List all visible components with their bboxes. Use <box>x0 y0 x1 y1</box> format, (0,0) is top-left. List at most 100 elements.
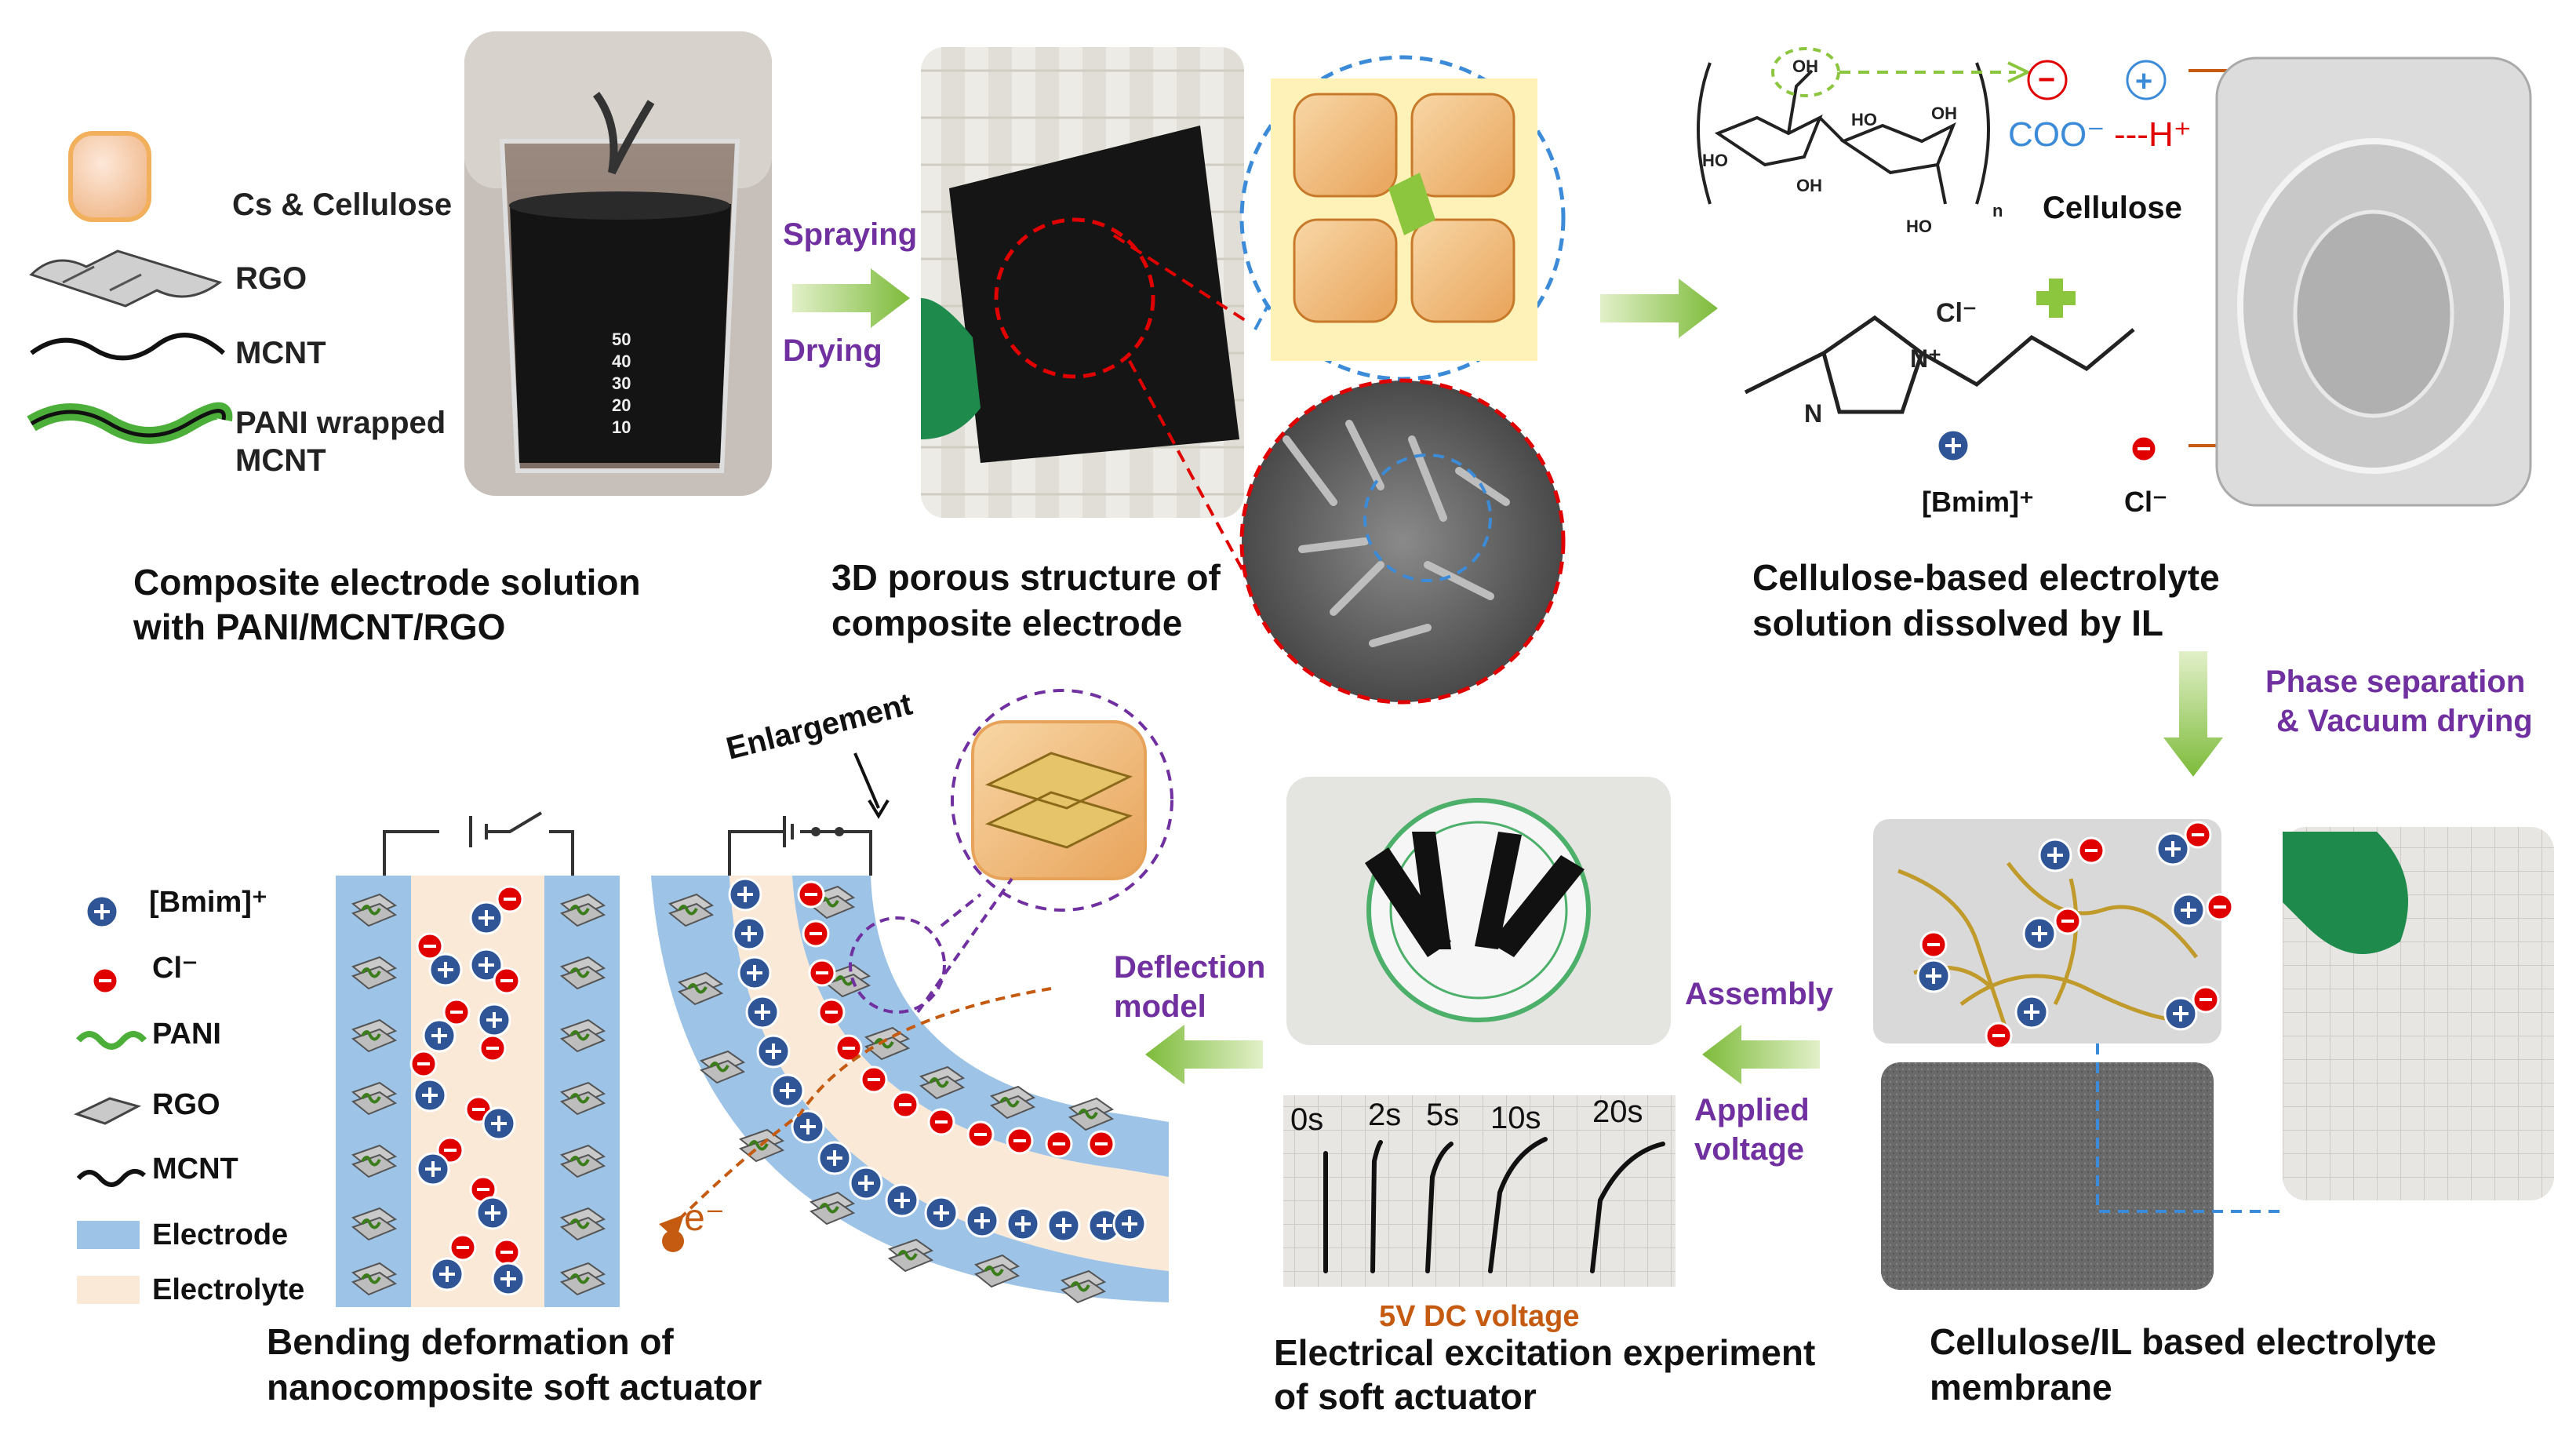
legend-mcnt-icon <box>76 1168 146 1187</box>
n-plus-label: N⁺ <box>1910 344 1941 373</box>
assembly-arrow: Assembly Applied voltage <box>1685 977 1834 1167</box>
straight-actuator <box>336 811 620 1307</box>
legend-bmim-label: [Bmim]⁺ <box>149 886 267 919</box>
membrane-photo <box>2283 827 2554 1200</box>
step2-caption-2: composite electrode <box>831 603 1182 643</box>
cs-cellulose-icon <box>68 131 151 222</box>
svg-text:HO: HO <box>1702 151 1728 170</box>
deflection-label-1: Deflection <box>1114 950 1265 985</box>
step1-caption-1: Composite electrode solution <box>133 562 641 603</box>
step5-caption-2: of soft actuator <box>1274 1376 1537 1417</box>
legend-pani-label-2: MCNT <box>235 443 326 478</box>
svg-text:OH: OH <box>1796 176 1822 195</box>
bmim-label: [Bmim]⁺ <box>1922 486 2034 518</box>
membrane-schematic <box>1873 819 2234 1050</box>
top-legend: Cs & Cellulose RGO MCNT PANI wrapped MCN… <box>27 131 452 478</box>
phase-separation-label-1: Phase separation <box>2265 665 2525 699</box>
legend-cl-icon <box>91 967 119 995</box>
beaker-photo: 50 40 30 20 10 <box>464 31 772 496</box>
legend-electrolyte-swatch <box>77 1276 140 1304</box>
legend-mcnt-label: MCNT <box>152 1153 238 1186</box>
legend-pani-label-1: PANI wrapped <box>235 406 446 440</box>
plus-sign-icon <box>2036 279 2076 318</box>
electrolyte-dish-photo <box>2215 56 2532 507</box>
step4-caption-2: membrane <box>1930 1367 2112 1408</box>
legend-bmim-icon <box>85 894 119 929</box>
legend-pani-label: PANI <box>152 1018 221 1051</box>
cellulose-atom-labels: OH HO OH HO OH HO n <box>1702 56 2003 236</box>
beaker-scale: 50 40 30 20 10 <box>612 330 631 437</box>
svg-text:n: n <box>1992 201 2003 220</box>
legend-electrolyte-label: Electrolyte <box>152 1273 304 1306</box>
electron-icon <box>662 1230 684 1252</box>
electrode-photo <box>921 47 1244 518</box>
time-label-2: 5s <box>1426 1098 1459 1132</box>
legend-cl-label: Cl⁻ <box>152 952 198 985</box>
svg-text:OH: OH <box>1931 104 1957 123</box>
legend-electrode-label: Electrode <box>152 1218 288 1251</box>
legend-rgo-icon <box>73 1097 142 1125</box>
svg-text:+: + <box>2135 65 2152 98</box>
phase-separation-label-2: & Vacuum drying <box>2276 704 2533 738</box>
time-label-3: 10s <box>1490 1101 1541 1135</box>
svg-text:−: − <box>2038 64 2055 97</box>
bmim-structure <box>1744 315 2135 414</box>
coo-label: COO⁻ <box>2008 115 2105 154</box>
cl-label: Cl⁻ <box>1936 298 1977 328</box>
rgo-icon <box>29 249 223 308</box>
svg-text:HO: HO <box>1851 110 1877 129</box>
time-label-4: 20s <box>1592 1094 1643 1129</box>
svg-text:30: 30 <box>612 373 631 393</box>
legend-rgo-label: RGO <box>235 261 307 296</box>
applied-label: Applied <box>1694 1093 1810 1127</box>
svg-text:50: 50 <box>612 330 631 349</box>
step1-caption-2: with PANI/MCNT/RGO <box>133 606 505 647</box>
legend-rgo-label: RGO <box>152 1088 220 1121</box>
excitation-sequence-photo: 0s 2s 5s 10s 20s <box>1283 1094 1675 1287</box>
cl-ion-label: Cl⁻ <box>2124 486 2167 518</box>
sem-image <box>1239 378 1566 705</box>
electrode-zoom-circle <box>994 217 1155 379</box>
step6-caption-1: Bending deformation of <box>267 1321 674 1362</box>
step5-caption-1: Electrical excitation experiment <box>1274 1332 1815 1373</box>
n-atom-label: N <box>1804 399 1822 428</box>
step6-caption-2: nanocomposite soft actuator <box>267 1367 762 1408</box>
enlargement-circle <box>951 689 1173 912</box>
step3-caption-2: solution dissolved by IL <box>1752 603 2163 643</box>
enlargement-label: Enlargement <box>723 687 916 766</box>
assembly-label: Assembly <box>1685 977 1834 1011</box>
voltage-caption: 5V DC voltage <box>1379 1300 1580 1333</box>
bmim-cation-icon <box>1936 428 1970 463</box>
drying-label: Drying <box>783 333 882 368</box>
legend-mcnt-label: MCNT <box>235 336 326 370</box>
legend-cs-cellulose-label: Cs & Cellulose <box>232 188 452 222</box>
bent-actuator <box>651 816 1169 1304</box>
enlargement-arrow <box>853 752 880 809</box>
svg-text:20: 20 <box>612 395 631 415</box>
deflection-arrow: Deflection model <box>1114 950 1265 1084</box>
svg-text:10: 10 <box>612 417 631 437</box>
spraying-drying-arrow: Spraying Drying <box>783 217 917 368</box>
electron-label: e⁻ <box>684 1197 725 1239</box>
mcnt-icon <box>30 333 225 361</box>
phase-separation-arrow: Phase separation & Vacuum drying <box>2163 651 2533 777</box>
h-bond-label: ---H⁺ <box>2114 115 2192 154</box>
legend-pani-icon <box>75 1031 147 1050</box>
step2-caption-1: 3D porous structure of <box>831 557 1221 598</box>
deflection-label-2: model <box>1114 989 1206 1024</box>
ion-pair: − + COO⁻ ---H⁺ <box>2008 60 2192 154</box>
membrane-sem-image <box>1881 1062 2214 1290</box>
step2-to-step3-arrow <box>1600 279 1718 338</box>
svg-text:HO: HO <box>1906 217 1932 236</box>
time-label-1: 2s <box>1368 1098 1401 1132</box>
electron-path <box>673 987 1052 1226</box>
cellulose-structure <box>1697 62 1990 205</box>
spraying-label: Spraying <box>783 217 917 252</box>
step4-caption-1: Cellulose/IL based electrolyte <box>1930 1321 2436 1362</box>
actuator-photo <box>1286 777 1671 1045</box>
porous-structure-illustration <box>1239 55 1566 381</box>
time-label-0: 0s <box>1290 1102 1323 1137</box>
step3-caption-1: Cellulose-based electrolyte <box>1752 557 2220 598</box>
